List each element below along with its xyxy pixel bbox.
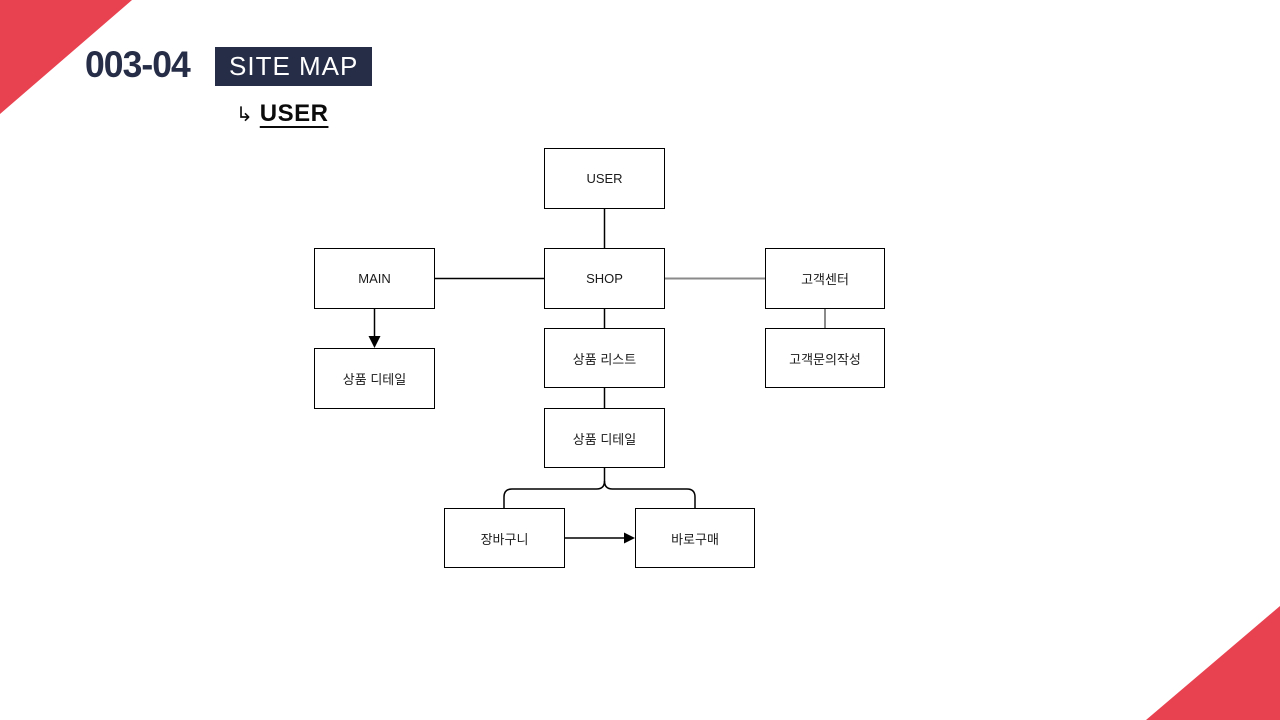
- node-label: 상품 리스트: [572, 351, 637, 367]
- section-label: USER: [259, 100, 329, 127]
- page-number: 003-04: [85, 44, 191, 85]
- node-shop: SHOP: [544, 248, 665, 309]
- edge-detail-branch-right: [603, 480, 696, 508]
- node-label: 장바구니: [480, 531, 529, 547]
- node-label: 고객센터: [801, 272, 849, 287]
- slide-title-text: SITE MAP: [229, 51, 359, 81]
- arrowhead-down-icon: [368, 336, 381, 348]
- node-cart: 장바구니: [444, 508, 565, 568]
- node-product-detail-mid: 상품 디테일: [544, 408, 665, 468]
- slide-title-tag: SITE MAP: [215, 47, 373, 86]
- node-main: MAIN: [314, 248, 435, 309]
- node-customer-inquiry: 고객문의작성: [765, 328, 885, 388]
- node-product-list: 상품 리스트: [544, 328, 665, 388]
- node-user: USER: [544, 148, 665, 209]
- node-label: USER: [586, 171, 623, 186]
- node-product-detail-left: 상품 디테일: [314, 348, 435, 409]
- node-label: 고객문의작성: [789, 351, 861, 367]
- node-label: MAIN: [358, 271, 391, 286]
- branch-arrow-icon: ↳: [236, 104, 253, 126]
- node-buy-now: 바로구매: [635, 508, 755, 568]
- node-label: 상품 디테일: [342, 372, 407, 387]
- section-heading: ↳ USER: [236, 100, 328, 128]
- edge-detail-branch-left: [503, 468, 606, 508]
- node-label: 바로구매: [671, 531, 719, 547]
- node-label: SHOP: [586, 271, 623, 286]
- node-customer-center: 고객센터: [765, 248, 885, 309]
- node-label: 상품 디테일: [572, 431, 637, 447]
- arrowhead-right-icon: [624, 532, 635, 544]
